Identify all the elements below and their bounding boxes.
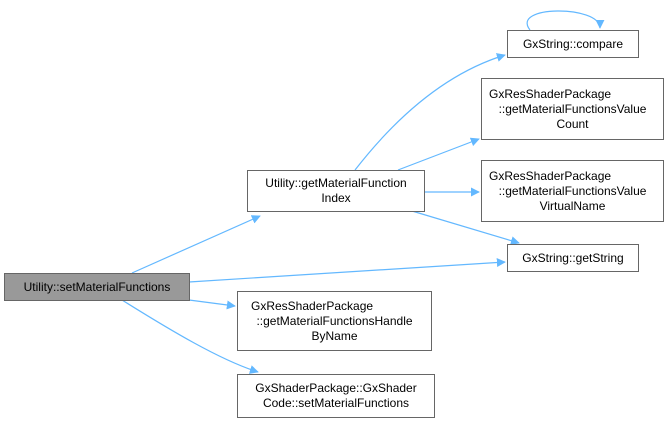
node-label-line-2: Code::setMaterialFunctions (262, 396, 410, 410)
node-label-line-1: GxShaderPackage::GxShader (255, 381, 417, 395)
node-gxresshaderpackage-getmaterialfunctionsvaluecount[interactable]: GxResShaderPackage ::getMaterialFunction… (481, 78, 664, 140)
node-label-line-3: VirtualName (539, 198, 606, 213)
node-gxresshaderpackage-getmaterialfunctionshandlebyname[interactable]: GxResShaderPackage ::getMaterialFunction… (237, 291, 432, 351)
node-gxstring-compare[interactable]: GxString::compare (507, 30, 639, 58)
edge-getIndex-to-valueCount (397, 137, 480, 171)
node-utility-getmaterialfunctionindex[interactable]: Utility::getMaterialFunction Index (247, 170, 425, 212)
edge-root-to-handleByName (188, 299, 236, 310)
node-gxresshaderpackage-getmaterialfunctionsvaluevirtualname[interactable]: GxResShaderPackage ::getMaterialFunction… (481, 160, 664, 222)
edge-compare-self-loop (526, 10, 605, 31)
node-label-line-1: GxResShaderPackage (489, 168, 612, 183)
node-label-line-1: GxResShaderPackage (251, 298, 374, 313)
edge-root-to-shaderCode (121, 299, 259, 374)
edge-root-to-getIndex (131, 215, 261, 274)
edge-getIndex-to-compare (354, 53, 506, 171)
edge-root-to-getString (188, 258, 506, 283)
node-label: GxString::compare (522, 36, 624, 51)
node-label: GxString::getString (522, 250, 624, 265)
node-label-line-2: ::getMaterialFunctionsValue (498, 183, 647, 198)
node-label-line-1: Utility::getMaterialFunction (265, 176, 407, 190)
node-label-line-1: GxResShaderPackage (489, 86, 612, 101)
node-label-line-2: ::getMaterialFunctionsValue (498, 101, 647, 116)
node-gxshaderpackage-gxshadercode-setmaterialfunctions[interactable]: GxShaderPackage::GxShader Code::setMater… (237, 374, 435, 418)
node-label: Utility::setMaterialFunctions (23, 279, 171, 294)
node-label-line-2: ::getMaterialFunctionsHandle (256, 313, 413, 328)
node-utility-setmaterialfunctions[interactable]: Utility::setMaterialFunctions (4, 273, 190, 301)
node-label-line-3: ByName (311, 328, 358, 343)
node-label-line-2: Index (321, 191, 351, 205)
edge-getIndex-to-getString (411, 210, 520, 245)
node-label-line-3: Count (556, 116, 589, 131)
node-gxstring-getstring[interactable]: GxString::getString (507, 244, 639, 272)
